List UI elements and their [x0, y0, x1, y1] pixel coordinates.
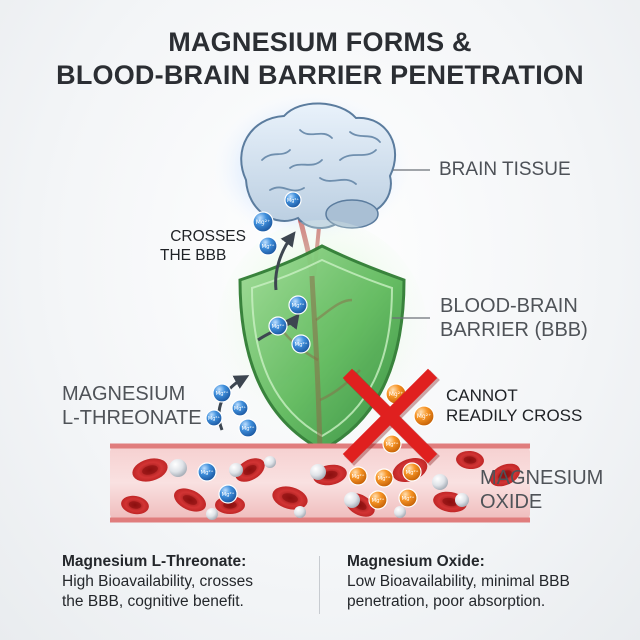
ion-label: Mg²⁺ — [287, 198, 299, 204]
neutral-particle — [169, 459, 187, 477]
neutral-particle — [394, 506, 406, 518]
label-cannot-line-1: CANNOT — [446, 386, 518, 405]
red-blood-cell — [235, 458, 265, 482]
label-bbb-line-2: BARRIER (BBB) — [440, 319, 588, 341]
magnesium-oxide-ion: Mg²⁺ — [413, 405, 435, 427]
magnesium-threonate-ion: Mg²⁺ — [197, 462, 217, 482]
summary-oxide: Magnesium Oxide: Low Bioavailability, mi… — [347, 552, 570, 612]
ion-label: Mg²⁺ — [377, 475, 390, 482]
label-threonate: MAGNESIUM L-THREONATE — [62, 382, 202, 430]
magnesium-oxide-ion: Mg²⁺ — [382, 434, 402, 454]
red-blood-cell — [121, 495, 149, 515]
magnesium-threonate-ion: Mg²⁺ — [205, 409, 223, 427]
magnesium-threonate-ion: Mg²⁺ — [212, 383, 232, 403]
summary-oxide-line-1: Low Bioavailability, minimal BBB — [347, 573, 570, 590]
ion-label: Mg²⁺ — [200, 469, 213, 476]
label-cannot-cross: CANNOT READILY CROSS — [446, 386, 582, 426]
magnesium-threonate-ion: Mg²⁺ — [231, 399, 249, 417]
ion-label: Mg²⁺ — [291, 302, 304, 309]
magnesium-threonate-ion: Mg²⁺ — [284, 191, 302, 209]
neutral-particle — [206, 508, 218, 520]
ion-label: Mg²⁺ — [241, 425, 254, 432]
ion-label: Mg²⁺ — [234, 406, 246, 412]
magnesium-oxide-ion: Mg²⁺ — [402, 462, 422, 482]
cannot-cross-x-icon — [342, 368, 440, 466]
red-blood-cell — [132, 458, 168, 482]
magnesium-oxide-ion: Mg²⁺ — [348, 466, 368, 486]
label-threonate-line-2: L-THREONATE — [62, 407, 202, 429]
shield-vessel-main — [309, 275, 323, 453]
summary-oxide-line-2: penetration, poor absorption. — [347, 593, 546, 610]
label-oxide: MAGNESIUM OXIDE — [480, 466, 603, 514]
neutral-particle — [264, 456, 276, 468]
arrow-to-brain — [274, 231, 296, 291]
label-oxide-line-2: OXIDE — [480, 491, 543, 513]
blood-brain-barrier-shield — [238, 244, 406, 452]
ion-label: Mg²⁺ — [417, 413, 432, 420]
ion-label: Mg²⁺ — [271, 323, 284, 330]
red-blood-cell — [272, 486, 308, 510]
red-blood-cell — [174, 488, 206, 512]
summary-threonate: Magnesium L-Threonate: High Bioavailabil… — [62, 552, 253, 612]
summary-divider — [319, 556, 320, 614]
magnesium-threonate-ion: Mg²⁺ — [258, 236, 278, 256]
magnesium-threonate-ion: Mg²⁺ — [268, 316, 288, 336]
magnesium-threonate-ion: Mg²⁺ — [291, 334, 311, 354]
summary-threonate-line-2: the BBB, cognitive benefit. — [62, 593, 244, 610]
neutral-particle — [294, 506, 306, 518]
label-crosses-line-2: THE BBB — [160, 247, 227, 264]
neutral-particle — [310, 464, 326, 480]
label-bbb: BLOOD-BRAIN BARRIER (BBB) — [440, 294, 588, 342]
label-threonate-line-1: MAGNESIUM — [62, 383, 186, 405]
ion-label: Mg²⁺ — [351, 473, 364, 480]
ion-label: Mg²⁺ — [371, 497, 384, 504]
ion-label: Mg²⁺ — [405, 469, 418, 476]
magnesium-oxide-ion: Mg²⁺ — [374, 468, 394, 488]
label-brain-tissue: BRAIN TISSUE — [439, 159, 571, 180]
magnesium-oxide-ion: Mg²⁺ — [368, 490, 388, 510]
label-bbb-line-1: BLOOD-BRAIN — [440, 295, 578, 317]
label-oxide-line-1: MAGNESIUM — [480, 467, 604, 489]
label-crosses-line-1: CROSSES — [170, 228, 246, 245]
summary-threonate-line-1: High Bioavailability, crosses — [62, 573, 253, 590]
neutral-particle — [344, 492, 360, 508]
ion-label: Mg²⁺ — [261, 243, 274, 250]
ion-label: Mg²⁺ — [208, 416, 220, 422]
ion-label: Mg²⁺ — [385, 441, 398, 448]
page-title: MAGNESIUM FORMS & BLOOD-BRAIN BARRIER PE… — [0, 26, 640, 92]
magnesium-ions: Mg²⁺ Mg²⁺ Mg²⁺ Mg²⁺ Mg²⁺ Mg²⁺ Mg²⁺ Mg²⁺ Mg²⁺ Mg²⁺… — [197, 191, 435, 510]
summary-threonate-heading: Magnesium L-Threonate: — [62, 553, 247, 570]
ion-label: Mg²⁺ — [294, 341, 307, 348]
label-cannot-line-2: READILY CROSS — [446, 406, 583, 425]
magnesium-threonate-ion: Mg²⁺ — [288, 295, 308, 315]
title-line-1: MAGNESIUM FORMS & — [168, 27, 472, 57]
neutral-particle — [229, 463, 243, 477]
magnesium-threonate-ion: Mg²⁺ — [218, 484, 238, 504]
neutral-particles — [169, 456, 469, 520]
magnesium-threonate-ion: Mg²⁺ — [252, 211, 274, 233]
neutral-particle — [432, 474, 448, 490]
magnesium-threonate-ion: Mg²⁺ — [238, 418, 258, 438]
ion-label: Mg²⁺ — [215, 390, 228, 397]
red-blood-cell — [489, 463, 521, 487]
summary-oxide-heading: Magnesium Oxide: — [347, 553, 485, 570]
label-crosses-bbb: CROSSES THE BBB — [158, 227, 246, 265]
ion-label: Mg²⁺ — [401, 495, 414, 502]
brain-icon — [240, 102, 396, 230]
neutral-particle — [455, 493, 469, 507]
red-blood-cell — [456, 450, 484, 470]
ion-label: Mg²⁺ — [221, 491, 234, 498]
title-line-2: BLOOD-BRAIN BARRIER PENETRATION — [56, 60, 584, 90]
ion-label: Mg²⁺ — [256, 219, 271, 226]
ion-label: Mg²⁺ — [389, 391, 404, 398]
magnesium-oxide-ion: Mg²⁺ — [398, 488, 418, 508]
